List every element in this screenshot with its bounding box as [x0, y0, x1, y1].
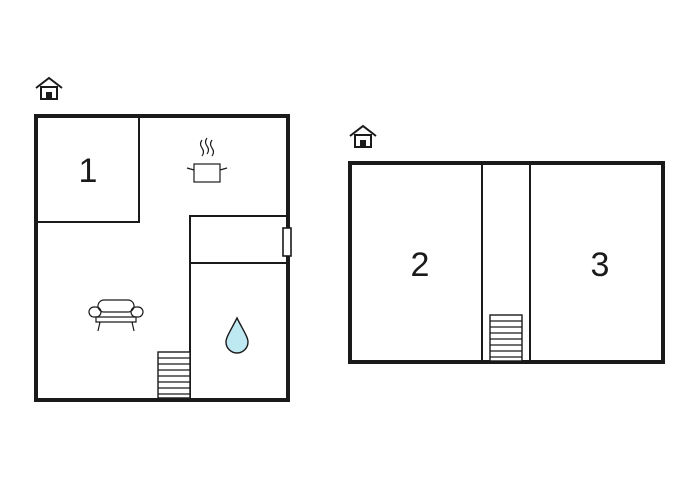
stairs-icon: [157, 351, 191, 399]
ground-floor-plan: 1: [34, 76, 292, 402]
water-drop-icon: [225, 316, 249, 354]
house-icon: [349, 124, 377, 148]
window-icon: [282, 227, 292, 257]
corridor-walls: [481, 163, 531, 362]
ground-floor-outline: [34, 114, 290, 402]
stairs-icon: [489, 314, 523, 362]
upper-floor-plan: 2 3: [348, 124, 665, 364]
sofa-icon: [88, 299, 144, 332]
upper-floor-outline: [348, 161, 665, 364]
room-1-number: 1: [79, 152, 98, 190]
house-icon: [35, 76, 63, 100]
room-2-number: 2: [411, 246, 430, 284]
bathroom-walls: [189, 215, 288, 400]
room-1-walls: [36, 116, 140, 223]
kitchen-pot-icon: [186, 137, 228, 183]
room-3-number: 3: [591, 246, 610, 284]
